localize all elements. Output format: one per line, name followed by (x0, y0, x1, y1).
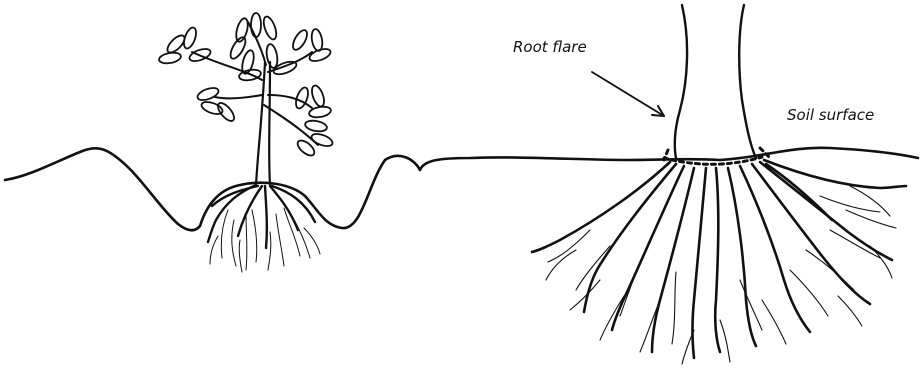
seedling-root-hairs (210, 208, 320, 272)
root-flare-label: Root flare (513, 38, 587, 56)
tree-roots (532, 160, 906, 358)
root-flare-arrow (592, 72, 664, 116)
seedling-stem (256, 62, 265, 185)
tree-root-hairs (546, 186, 896, 364)
tree-trunk (675, 5, 756, 158)
soil-surface-label: Soil surface (787, 106, 874, 124)
seedling-roots (208, 185, 315, 248)
soil-surface-line (5, 148, 918, 231)
seedling (158, 13, 334, 272)
